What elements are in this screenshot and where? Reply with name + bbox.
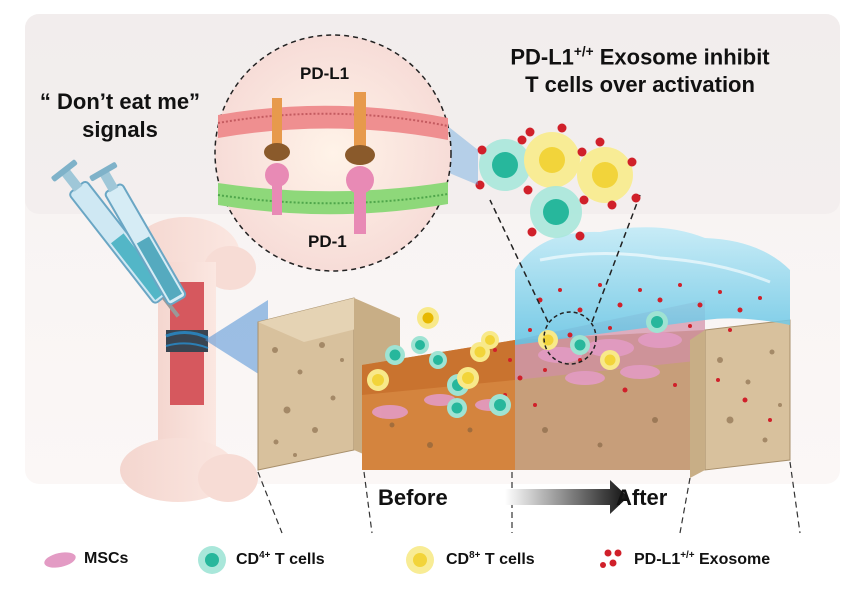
- legend-icon-msc: [44, 552, 76, 568]
- headline-line1: PD-L1+/+ Exosome inhibit: [510, 44, 770, 70]
- inset-label-pd1: PD-1: [308, 232, 347, 251]
- zoom-connector-bone: [205, 300, 268, 380]
- zoom-circle: [543, 311, 597, 365]
- inset-label-pdl1: PD-L1: [300, 64, 350, 83]
- signal-title-line1: “ Don’t eat me”: [39, 89, 201, 114]
- label-after: After: [616, 485, 668, 510]
- before-t-cells: [367, 307, 511, 418]
- legend-item-cd4: CD4+ T cells: [236, 550, 325, 569]
- legend-item-cd8: CD8+ T cells: [446, 550, 535, 569]
- signal-title: “ Don’t eat me” signals: [30, 88, 210, 144]
- legend-icon-cd8: [406, 546, 434, 574]
- headline-line2: T cells over activation: [525, 72, 755, 98]
- legend-item-msc: MSCs: [84, 550, 129, 567]
- timeline-arrow: [505, 480, 628, 514]
- zoom-line-left: [489, 199, 549, 323]
- headline: PD-L1+/+ Exosome inhibit T cells over ac…: [440, 38, 840, 99]
- after-t-cells: [538, 311, 668, 370]
- exosome-cluster: [475, 123, 641, 241]
- label-before: Before: [378, 485, 448, 510]
- legend-icon-exosome: [600, 549, 622, 568]
- signal-title-line2: signals: [82, 117, 158, 142]
- drop-lines: [257, 461, 801, 534]
- legend-icons: [44, 546, 622, 574]
- zoom-line-right: [591, 194, 641, 323]
- pd-inset: [214, 34, 452, 272]
- syringe: [51, 159, 187, 318]
- legend-icon-cd4: [198, 546, 226, 574]
- legend-item-exosome: PD-L1+/+ Exosome: [634, 550, 771, 569]
